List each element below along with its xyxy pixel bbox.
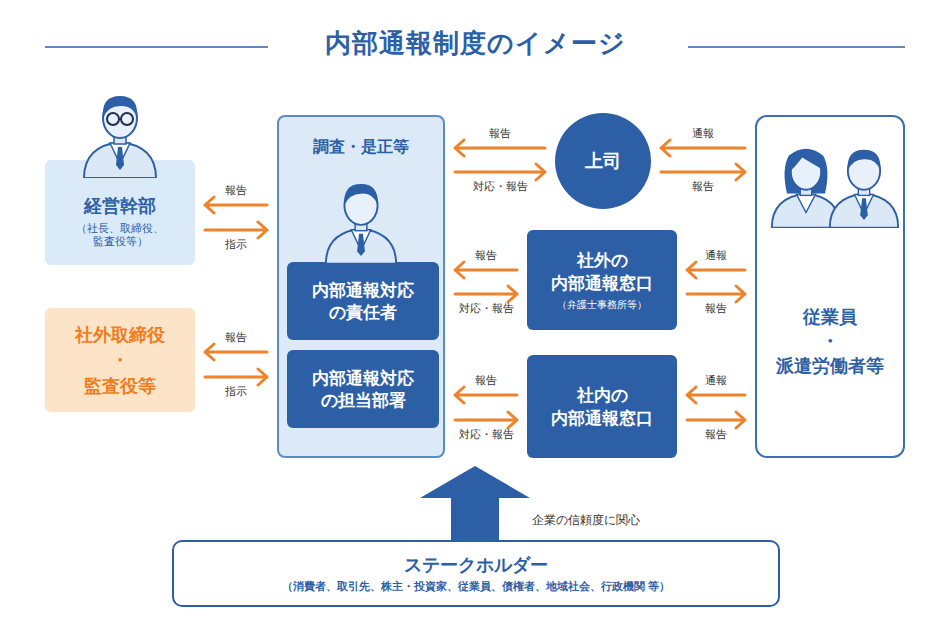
process-box: 内部通報対応 の担当部署: [287, 350, 439, 428]
arrow-connector: [455, 262, 517, 278]
external-desk-box: 社外の 内部通報窓口 （弁護士事務所等）: [527, 230, 677, 330]
arrow-connector: [455, 412, 517, 428]
edge-label: 報告: [676, 301, 756, 316]
edge-label: 報告: [446, 373, 526, 388]
arrow-connector: [455, 286, 517, 302]
executive-box: 経営幹部 （社長、取締役、監査役等）: [45, 160, 195, 265]
edge-label: 報告: [196, 330, 276, 345]
edge-label: 対応・報告: [460, 179, 540, 194]
employee-icon: [772, 149, 840, 228]
internal-desk-box: 社内の 内部通報窓口: [527, 355, 677, 458]
arrow-connector: [661, 140, 745, 156]
investigation-container: 調査・是正等内部通報対応 の責任者内部通報対応 の担当部署: [277, 115, 445, 458]
edge-label: 対応・報告: [446, 427, 526, 442]
arrow-connector: [205, 369, 267, 385]
edge-label: 報告: [676, 427, 756, 442]
node-title: 上司: [585, 149, 621, 172]
edge-label: 通報: [676, 248, 756, 263]
arrow-connector: [205, 344, 267, 360]
process-box: 内部通報対応 の責任者: [287, 262, 439, 340]
node-title: 従業員 ・ 派遣労働者等: [761, 305, 899, 378]
arrow-connector: [687, 286, 745, 302]
arrow-connector: [687, 387, 745, 403]
arrow-connector: [455, 164, 545, 180]
stakeholder-band: ステークホルダー （消費者、取引先、株主・投資家、従業員、債権者、地域社会、行政機…: [172, 540, 780, 607]
node-title: ステークホルダー: [404, 553, 548, 576]
arrow-connector: [455, 387, 517, 403]
edge-label: 通報: [663, 126, 743, 141]
manager-icon: [326, 184, 396, 264]
node-subtitle: （消費者、取引先、株主・投資家、従業員、債権者、地域社会、行政機関 等）: [282, 580, 671, 594]
block-arrow: [420, 466, 530, 540]
edge-label: 企業の信頼度に関心: [532, 512, 732, 529]
node-subtitle: （社長、取締役、監査役等）: [49, 222, 191, 249]
edge-label: 指示: [196, 237, 276, 252]
edge-label: 指示: [196, 384, 276, 399]
node-title: 社外の 内部通報窓口: [531, 249, 673, 293]
node-title: 経営幹部: [84, 194, 156, 217]
arrow-connector: [205, 197, 267, 213]
outside-director-box: 社外取締役 ・ 監査役等: [45, 308, 195, 412]
arrow-connector: [687, 262, 745, 278]
node-subtitle: （弁護士事務所等）: [557, 298, 647, 311]
arrow-connector: [455, 140, 545, 156]
employee-icon: [830, 150, 898, 228]
edge-label: 報告: [196, 183, 276, 198]
edge-label: 通報: [676, 373, 756, 388]
supervisor-circle: 上司: [555, 113, 651, 209]
arrow-connector: [661, 164, 745, 180]
title-rule: [45, 46, 268, 48]
node-title: 内部通報対応 の担当部署: [291, 367, 435, 411]
edge-label: 対応・報告: [446, 301, 526, 316]
executive-icon: [84, 96, 156, 178]
container-heading: 調査・是正等: [283, 137, 439, 158]
arrow-connector: [687, 412, 745, 428]
edge-label: 報告: [460, 126, 540, 141]
edge-label: 報告: [663, 179, 743, 194]
title-rule: [688, 46, 905, 48]
node-title: 社外取締役 ・ 監査役等: [49, 322, 191, 398]
employee-box: 従業員 ・ 派遣労働者等: [755, 115, 905, 458]
node-title: 社内の 内部通報窓口: [531, 384, 673, 428]
edge-label: 報告: [446, 248, 526, 263]
node-title: 内部通報対応 の責任者: [291, 279, 435, 323]
arrow-connector: [205, 222, 267, 238]
diagram-title: 内部通報制度のイメージ: [0, 26, 950, 61]
